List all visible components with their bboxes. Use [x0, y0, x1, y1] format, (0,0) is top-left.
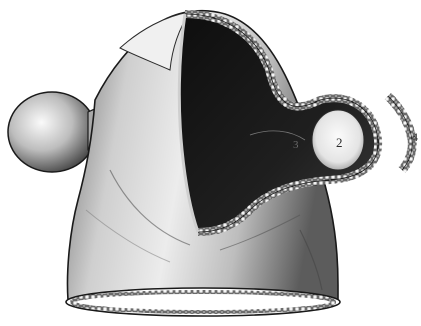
- label-3: 3: [293, 140, 299, 151]
- label-2: 2: [336, 136, 343, 149]
- bottom-rim: [66, 288, 340, 316]
- cell-strip: [388, 96, 412, 170]
- label-4: 4: [412, 131, 418, 143]
